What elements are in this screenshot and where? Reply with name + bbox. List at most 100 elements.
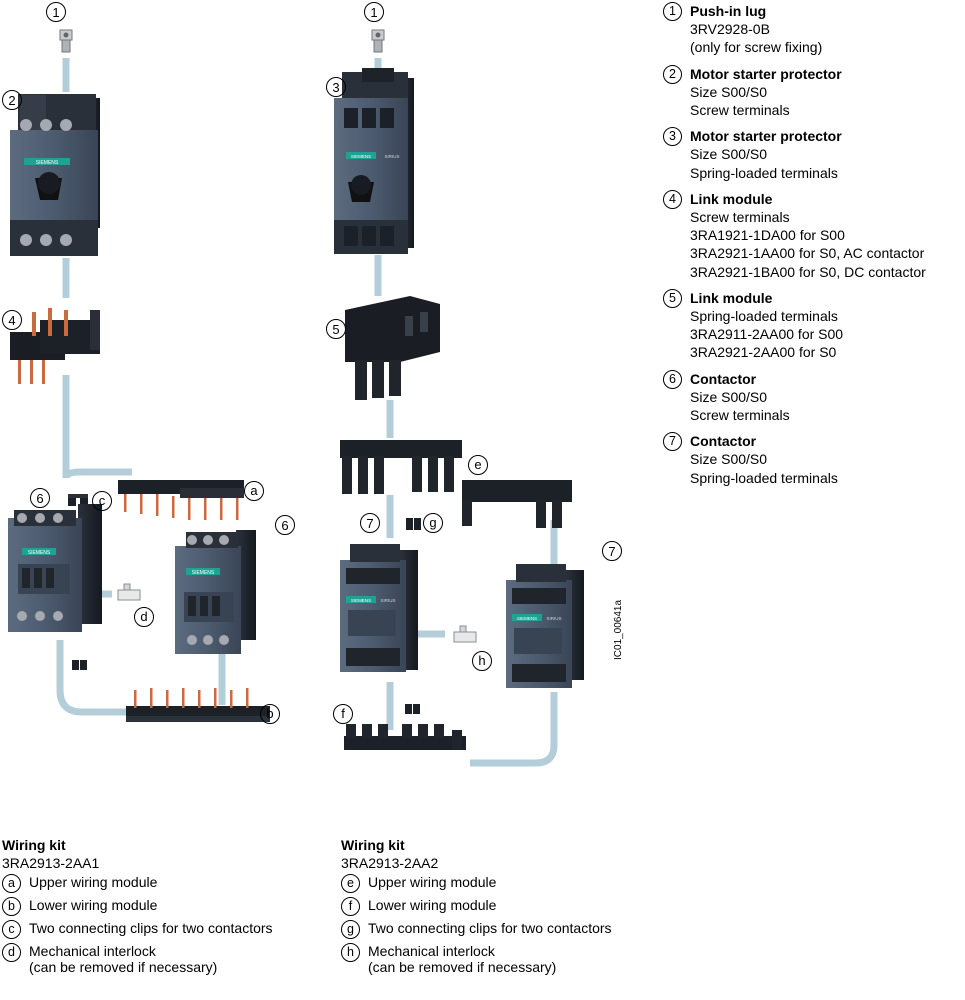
motor-starter-protector-screw: SIEMENS [10,94,100,256]
lower-wiring-module-f [344,724,466,750]
legend-line: Size S00/S0 [690,451,768,468]
legend-line: Size S00/S0 [690,388,768,405]
legend-title: Contactor [690,433,757,450]
svg-text:SIRIUS: SIRIUS [380,598,395,603]
kit-letter: h [341,943,360,962]
legend-line: 3RA2921-1AA00 for S0, AC contactor [690,245,925,262]
legend-line: Spring-loaded terminals [690,469,838,486]
kit-letter: b [2,897,21,916]
kit-line: Lower wiring module [29,897,158,913]
kit-line: Upper wiring module [368,874,497,890]
connecting-clip-c [68,494,88,506]
connecting-clip-g-lower [405,704,420,714]
wiring-kit-2: Wiring kit 3RA2913-2AA2 e Upper wiring m… [341,836,612,982]
kit-letter: d [2,943,21,962]
push-in-lug-middle [371,29,385,53]
kit-line: (can be removed if necessary) [29,959,218,975]
kit-letter: c [2,920,21,939]
callout-a: a [250,483,258,498]
motor-starter-protector-spring: SIEMENS SIRIUS [334,68,414,254]
component-legend: 1 Push-in lug 3RV2928-0B (only for screw… [663,2,963,495]
callout-g: g [429,515,436,530]
callout-1-middle: 1 [370,5,377,20]
legend-item-2: 2 Motor starter protector Size S00/S0 Sc… [663,64,963,120]
legend-title: Link module [690,190,773,207]
mechanical-interlock-d [117,583,141,601]
legend-number: 1 [663,2,682,21]
kit-line: Two connecting clips for two contactors [368,920,612,936]
contactor-spring-right: SIEMENS SIRIUS [506,564,584,688]
connecting-clip-g [406,518,421,530]
legend-line: Spring-loaded terminals [690,308,838,325]
upper-wiring-module-e [340,440,572,528]
legend-line: 3RA2921-2AA00 for S0 [690,344,837,361]
callout-6-right: 6 [281,518,288,533]
callout-e: e [474,457,481,472]
callout-h: h [478,653,485,668]
kit-line: Mechanical interlock [29,943,156,959]
callout-d: d [140,609,147,624]
svg-text:SIEMENS: SIEMENS [28,550,51,556]
kit-item-f: f Lower wiring module [341,897,612,916]
kit-code: 3RA2913-2AA1 [2,855,100,871]
callout-b: b [266,706,273,721]
connecting-clip-c-lower [72,660,87,670]
lower-wiring-module-b [126,688,270,722]
legend-line: 3RA2921-1BA00 for S0, DC contactor [690,263,926,280]
kit-item-e: e Upper wiring module [341,874,612,893]
figure-id: IC01_00641a [613,600,624,660]
legend-title: Motor starter protector [690,128,842,145]
kit-line: Two connecting clips for two contactors [29,920,273,936]
legend-line: Size S00/S0 [690,146,768,163]
svg-text:SIRIUS: SIRIUS [546,616,561,621]
link-module-screw [10,308,100,384]
push-in-lug-left [59,29,73,53]
svg-text:SIEMENS: SIEMENS [36,160,59,166]
kit-item-b: b Lower wiring module [2,897,273,916]
legend-item-3: 3 Motor starter protector Size S00/S0 Sp… [663,127,963,182]
mechanical-interlock-h [453,625,477,643]
kit-letter: e [341,874,360,893]
legend-line: 3RV2928-0B [690,21,770,38]
legend-line: 3RA1921-1DA00 for S00 [690,227,845,244]
legend-item-7: 7 Contactor Size S00/S0 Spring-loaded te… [663,432,963,487]
callout-7-right: 7 [608,544,615,559]
kit-code: 3RA2913-2AA2 [341,855,439,871]
callout-7-left: 7 [366,516,373,531]
kit-title: Wiring kit [341,837,405,853]
kit-line: Mechanical interlock [368,943,495,959]
kit-line: Lower wiring module [368,897,497,913]
svg-text:SIEMENS: SIEMENS [192,570,215,576]
upper-wiring-module-a [118,480,244,520]
legend-number: 4 [663,189,682,209]
contactor-screw-right: SIEMENS [175,530,256,654]
callout-2: 2 [8,93,15,108]
legend-line: Spring-loaded terminals [690,164,838,181]
kit-line: Upper wiring module [29,874,158,890]
kit-item-c: c Two connecting clips for two contactor… [2,920,273,939]
callout-5: 5 [332,322,339,337]
legend-title: Push-in lug [690,3,767,19]
kit-title: Wiring kit [2,837,66,853]
legend-line: Screw terminals [690,209,790,226]
contactor-screw-left: SIEMENS [8,504,102,632]
legend-line: (only for screw fixing) [690,39,823,56]
callouts [2,2,622,724]
contactor-spring-left: SIEMENS SIRIUS [340,544,418,672]
legend-item-6: 6 Contactor Size S00/S0 Screw terminals [663,369,963,425]
svg-text:SIEMENS: SIEMENS [517,616,537,621]
svg-text:SIEMENS: SIEMENS [351,598,371,603]
kit-line: (can be removed if necessary) [368,959,557,975]
legend-line: 3RA2911-2AA00 for S00 [690,326,844,343]
kit-item-h: h Mechanical interlock (can be removed i… [341,943,612,975]
kit-item-a: a Upper wiring module [2,874,273,893]
callout-labels: 1 2 4 6 c a d 6 b 1 3 5 e 7 g 7 h f [8,5,615,721]
legend-title: Contactor [690,370,757,387]
kit-letter: a [2,874,21,893]
svg-text:SIEMENS: SIEMENS [351,154,371,159]
legend-line: Size S00/S0 [690,83,768,100]
callout-f: f [341,706,345,721]
legend-item-1: 1 Push-in lug 3RV2928-0B (only for screw… [663,2,963,57]
legend-title: Link module [690,289,773,306]
legend-number: 7 [663,432,682,452]
